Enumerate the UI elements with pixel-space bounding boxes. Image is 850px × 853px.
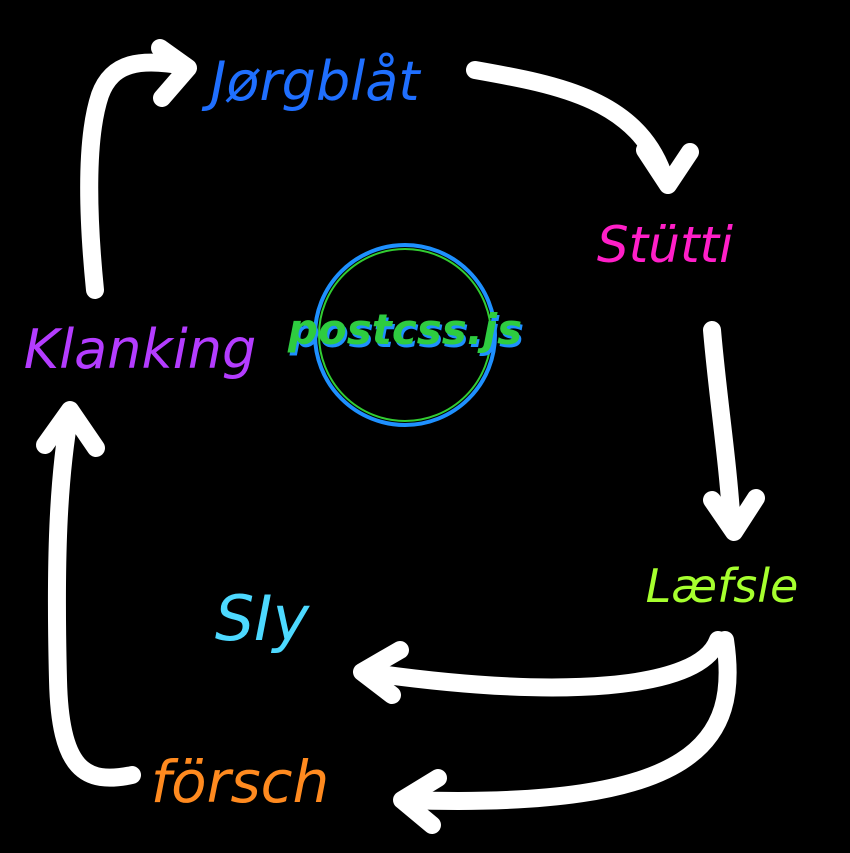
center-node: postcss.js postcss.js xyxy=(287,243,524,427)
center-label-shadow: postcss.js xyxy=(289,308,524,357)
center-ring-outer xyxy=(313,243,497,427)
arrowhead-stutti xyxy=(636,141,699,194)
node-forsch: försch xyxy=(151,748,330,816)
arrow-forsch-to-klanking xyxy=(47,403,141,787)
node-jorgblat: Jørgblåt xyxy=(202,50,422,113)
arrow-laefsle-to-forsch xyxy=(396,631,737,810)
node-klanking: Klanking xyxy=(24,318,257,381)
arrow-klanking-to-jorgblat xyxy=(80,53,194,299)
node-laefsle: Læfsle xyxy=(646,559,799,613)
arrowhead-klanking xyxy=(36,401,105,457)
arrowhead-jorgblat xyxy=(151,39,197,107)
arrows xyxy=(36,39,765,834)
arrowhead-forsch xyxy=(393,769,447,834)
node-labels: Jørgblåt Stütti Læfsle SIy försch Klanki… xyxy=(24,50,799,816)
arrowhead-laefsle xyxy=(703,489,765,541)
node-stutti: Stütti xyxy=(597,216,733,274)
arrow-stutti-to-laefsle xyxy=(703,321,741,537)
arrowhead-sig xyxy=(353,641,409,704)
arrow-laefsle-to-sig xyxy=(356,631,727,697)
arrow-jorgblat-to-stutti xyxy=(466,61,674,189)
center-label: postcss.js xyxy=(287,305,522,354)
node-sig: SIy xyxy=(215,582,311,655)
center-ring-inner xyxy=(318,248,492,422)
